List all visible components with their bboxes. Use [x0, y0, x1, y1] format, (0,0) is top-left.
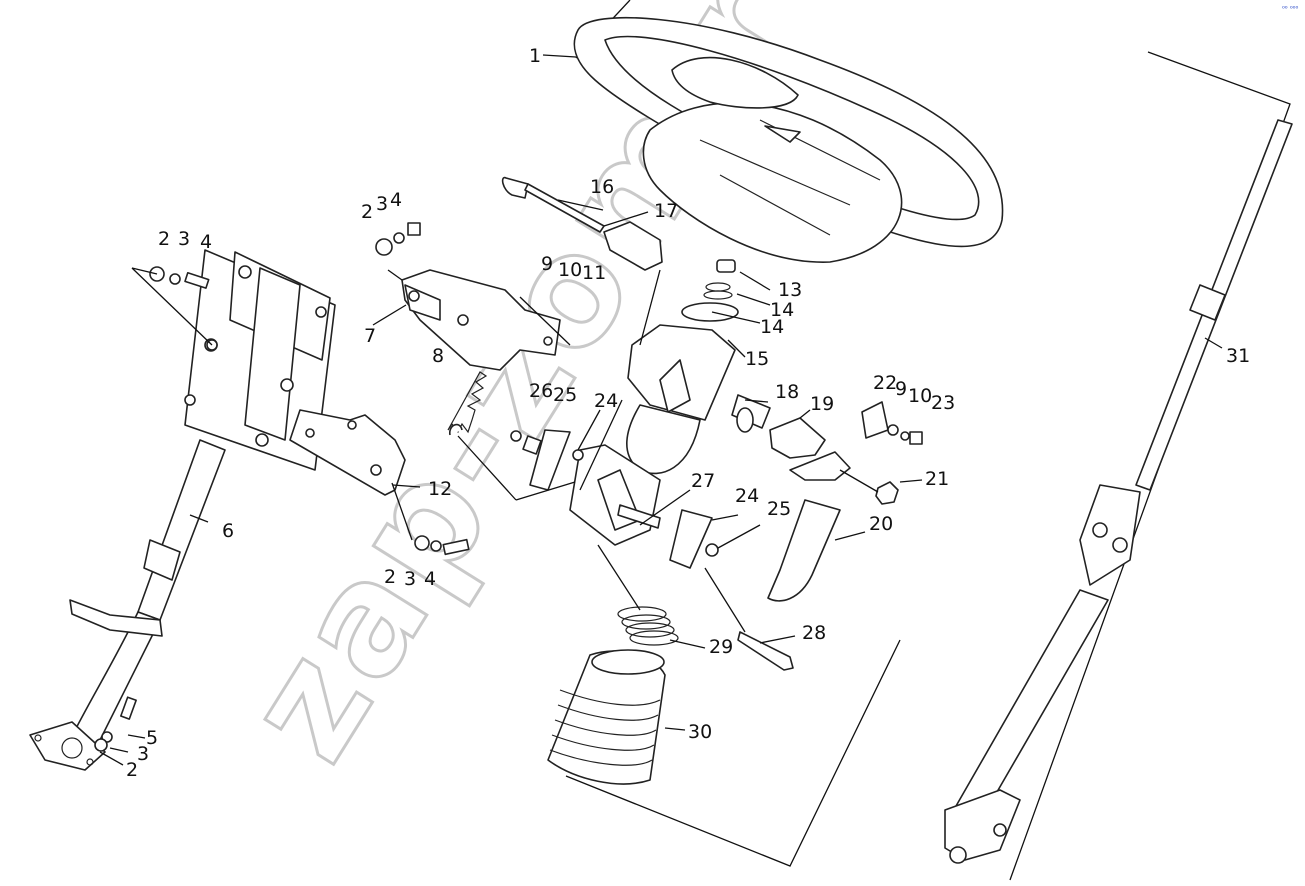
callout-24: 24	[735, 485, 759, 507]
callout-29: 29	[709, 636, 733, 658]
bolt-icon	[407, 222, 421, 236]
right-fasteners	[861, 401, 923, 505]
washer-icon	[705, 543, 719, 557]
callout-31: 31	[1226, 345, 1250, 367]
callout-23: 23	[931, 392, 955, 414]
callout-19: 19	[810, 393, 834, 415]
column-top-washers	[681, 259, 739, 322]
callout-20: 20	[869, 513, 893, 535]
bolt-icon	[909, 431, 923, 445]
bolt-icon	[442, 538, 470, 556]
pin-18-and-bracket-19	[731, 394, 826, 459]
bolt-28	[737, 631, 794, 671]
callout-2: 2	[158, 228, 170, 250]
callout-27: 27	[691, 470, 715, 492]
washer-icon	[900, 431, 910, 441]
washer-icon	[510, 430, 522, 442]
boot-30	[547, 649, 666, 785]
callout-2: 2	[126, 759, 138, 781]
callout-17: 17	[654, 200, 678, 222]
bolt-16	[501, 176, 605, 233]
callout-3: 3	[376, 193, 388, 215]
spring-29	[617, 606, 679, 646]
washer-icon	[94, 738, 108, 752]
washer-icon	[887, 424, 899, 436]
washer-icon	[414, 535, 430, 551]
callout-11: 11	[582, 262, 606, 284]
callout-18: 18	[775, 381, 799, 403]
bolt-icon	[120, 696, 137, 720]
callout-25: 25	[767, 498, 791, 520]
callout-numbers: 1 2 3 4 2 3 4 2 3 4 2 3 5 6 7 8 9 10 11 …	[126, 45, 1250, 781]
callout-30: 30	[688, 721, 712, 743]
frame-bottom-line	[565, 639, 901, 867]
callout-26: 26	[529, 380, 553, 402]
left-center-small-parts	[510, 429, 719, 569]
callout-7: 7	[364, 325, 376, 347]
callout-2: 2	[361, 201, 373, 223]
callout-22: 22	[873, 372, 897, 394]
callout-12: 12	[428, 478, 452, 500]
callout-8: 8	[432, 345, 444, 367]
corner-mark: ⁰⁰ ⁰⁰⁰	[1282, 5, 1298, 13]
callout-28: 28	[802, 622, 826, 644]
callout-4: 4	[390, 189, 402, 211]
washer-icon	[375, 238, 393, 256]
callout-16: 16	[590, 176, 614, 198]
callout-2: 2	[384, 566, 396, 588]
callout-6: 6	[222, 520, 234, 542]
callout-4: 4	[200, 231, 212, 253]
callout-10: 10	[908, 385, 932, 407]
callout-21: 21	[925, 468, 949, 490]
nut-icon	[875, 481, 899, 505]
washer-icon	[393, 232, 405, 244]
callout-15: 15	[745, 348, 769, 370]
callout-3: 3	[404, 568, 416, 590]
callout-14: 14	[760, 316, 784, 338]
nut-icon	[522, 435, 542, 455]
leader-lines	[99, 54, 1223, 766]
frame-right-line	[1009, 51, 1291, 881]
callout-1: 1	[529, 45, 541, 67]
steering-wheel	[573, 16, 1004, 263]
callout-25: 25	[553, 384, 577, 406]
callout-9: 9	[541, 253, 553, 275]
bracket-7	[401, 269, 561, 371]
lever-20	[767, 451, 851, 602]
plate-12	[289, 409, 406, 496]
bolt-icon	[184, 271, 210, 289]
callout-24: 24	[594, 390, 618, 412]
washer-icon	[169, 273, 181, 285]
fasteners-left	[94, 222, 470, 752]
bracket-17	[603, 221, 663, 271]
callout-4: 4	[424, 568, 436, 590]
callout-14: 14	[770, 299, 794, 321]
washer-icon	[430, 540, 442, 552]
callout-3: 3	[137, 743, 149, 765]
callout-3: 3	[178, 228, 190, 250]
callout-5: 5	[146, 727, 158, 749]
callout-13: 13	[778, 279, 802, 301]
callout-10: 10	[558, 259, 582, 281]
callout-9: 9	[895, 378, 907, 400]
intermediate-shaft-31	[944, 119, 1293, 864]
spring-8	[447, 371, 488, 436]
